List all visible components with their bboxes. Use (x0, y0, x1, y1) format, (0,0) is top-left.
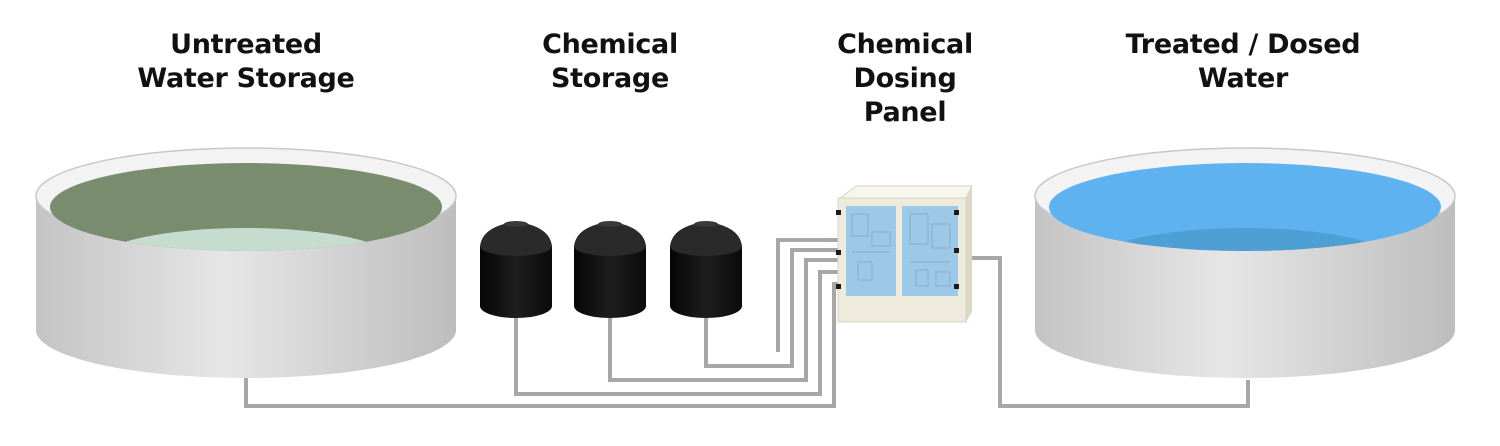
chemical-tank-2 (574, 221, 646, 318)
untreated-tank-floor (96, 228, 396, 251)
untreated-water-tank (35, 147, 457, 378)
label-line: Treated / Dosed (1125, 29, 1361, 60)
treated-tank-floor (1095, 228, 1395, 251)
label-line: Untreated (170, 29, 322, 60)
panel-window-right (902, 206, 958, 296)
label-chemical-storage: Chemical Storage (510, 28, 710, 96)
label-chemical-dosing-panel: Chemical Dosing Panel (805, 28, 1005, 130)
chemical-tank-1 (480, 221, 552, 318)
label-line: Chemical (542, 29, 678, 60)
label-line: Storage (551, 63, 669, 94)
pipe-chem-tank-1-to-panel (514, 270, 842, 396)
label-treated-dosed-water: Treated / Dosed Water (1088, 28, 1398, 96)
label-untreated-water-storage: Untreated Water Storage (96, 28, 396, 96)
label-line: Panel (863, 97, 947, 128)
label-line: Water Storage (137, 63, 355, 94)
chemical-dosing-panel (836, 185, 973, 323)
pipe-panel-to-treated (966, 256, 1250, 408)
label-line: Dosing (853, 63, 957, 94)
label-line: Chemical (837, 29, 973, 60)
pipe-panel-source (776, 238, 842, 352)
panel-window-left (846, 206, 896, 296)
treated-water-tank (1034, 147, 1456, 378)
pipe-chem-tank-3-to-panel (704, 248, 842, 368)
chemical-tank-3 (670, 221, 742, 318)
pipe-chem-tank-2-to-panel (608, 258, 842, 382)
label-line: Water (1197, 63, 1289, 94)
